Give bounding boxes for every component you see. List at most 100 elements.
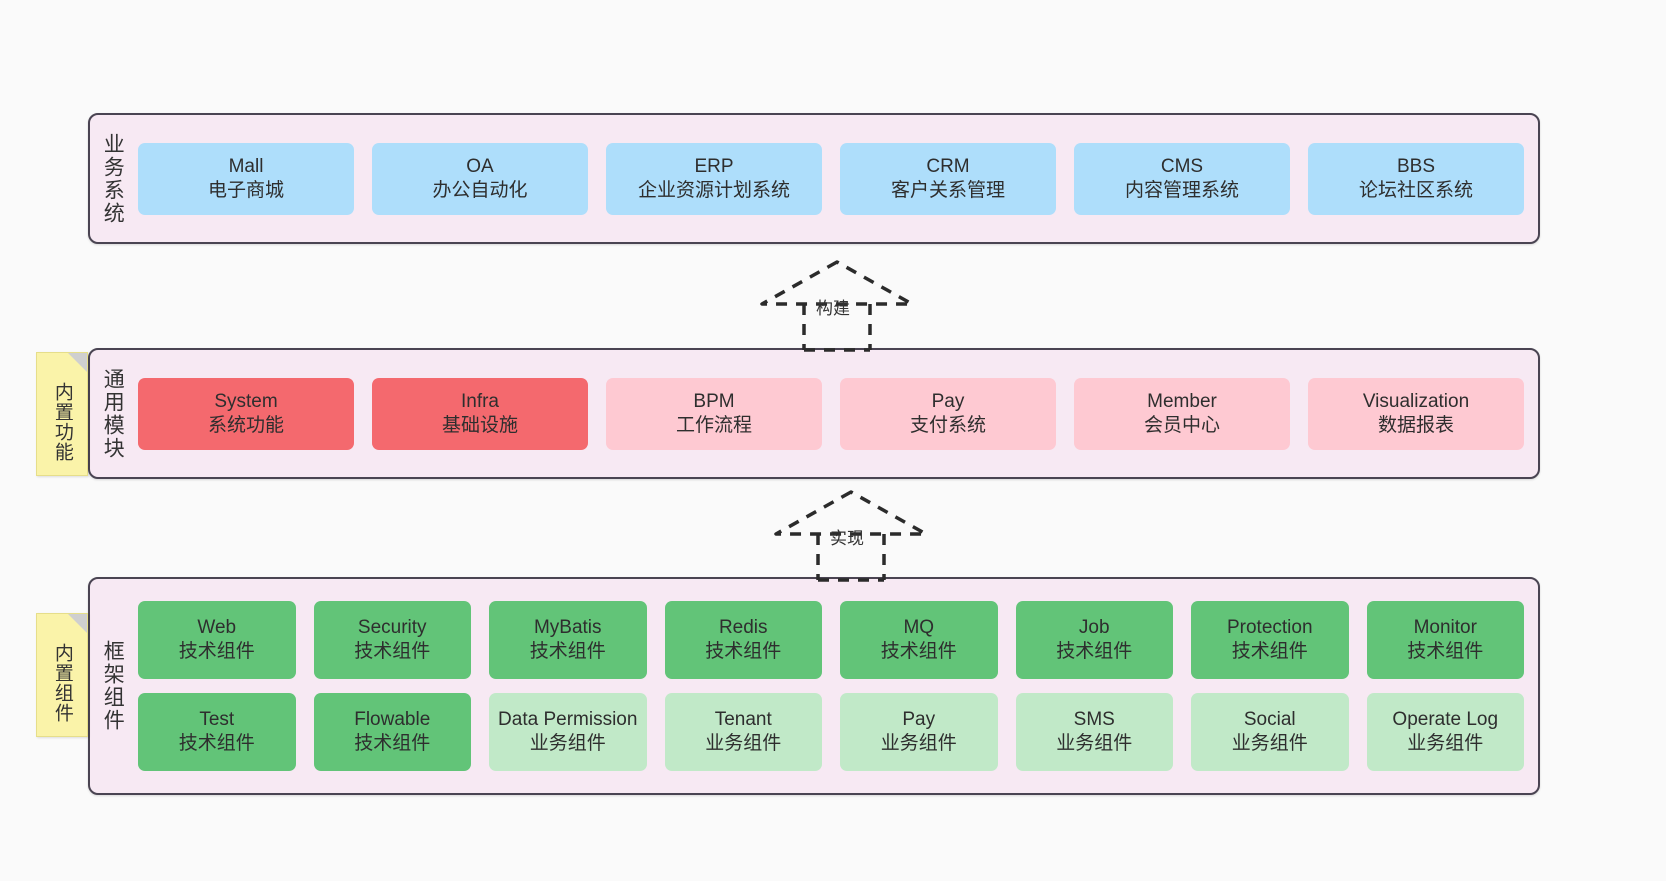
connector-label-realize: 实现	[830, 529, 864, 548]
node-title-cn: 客户关系管理	[890, 179, 1005, 201]
node-title-cn: 办公自动化	[432, 179, 528, 201]
node-title-cn: 技术组件	[178, 733, 255, 754]
node-title-en: BPM	[693, 390, 735, 412]
node-title-cn: 工作流程	[675, 414, 752, 436]
node-title-en: Data Permission	[498, 709, 638, 731]
node-mybatis[interactable]: MyBatis 技术组件	[489, 601, 647, 679]
layer-label-business-system: 业务系统	[101, 132, 125, 225]
node-title-cn: 技术组件	[1231, 641, 1308, 662]
node-title-en: Monitor	[1413, 617, 1477, 639]
node-title-cn: 技术组件	[705, 641, 782, 662]
node-erp[interactable]: ERP 企业资源计划系统	[606, 142, 822, 215]
node-row-tech-components: Web 技术组件 Security 技术组件 MyBatis 技术组件 Redi…	[138, 601, 1524, 679]
node-title-cn: 技术组件	[1407, 641, 1484, 662]
node-title-cn: 技术组件	[880, 641, 957, 662]
node-visualization[interactable]: Visualization 数据报表	[1308, 377, 1524, 450]
connector-realize: 实现	[756, 488, 946, 582]
node-infra[interactable]: Infra 基础设施	[372, 377, 588, 450]
layer-body-framework-component: Web 技术组件 Security 技术组件 MyBatis 技术组件 Redi…	[134, 579, 1538, 793]
node-title-cn: 业务组件	[1056, 733, 1133, 754]
node-pay-business[interactable]: Pay 业务组件	[840, 693, 998, 771]
sticky-note-label: 内置组件	[51, 643, 73, 723]
node-operate-log[interactable]: Operate Log 业务组件	[1366, 693, 1524, 771]
node-title-en: Protection	[1226, 617, 1313, 639]
node-title-en: Flowable	[354, 709, 431, 731]
node-title-en: Infra	[460, 390, 500, 412]
node-social[interactable]: Social 业务组件	[1191, 693, 1349, 771]
node-job[interactable]: Job 技术组件	[1015, 601, 1173, 679]
node-data-permission[interactable]: Data Permission 业务组件	[489, 693, 647, 771]
node-sms[interactable]: SMS 业务组件	[1015, 693, 1173, 771]
node-title-en: Operate Log	[1392, 709, 1499, 731]
node-title-en: Pay	[902, 709, 936, 731]
sticky-note-label: 内置功能	[51, 382, 73, 462]
node-system[interactable]: System 系统功能	[138, 377, 354, 450]
node-pay[interactable]: Pay 支付系统	[840, 377, 1056, 450]
node-title-cn: 技术组件	[354, 641, 431, 662]
node-title-en: Security	[357, 617, 427, 639]
node-title-en: Redis	[718, 617, 768, 639]
node-cms[interactable]: CMS 内容管理系统	[1074, 142, 1290, 215]
node-title-en: Mall	[228, 155, 264, 177]
node-title-en: System	[214, 390, 278, 412]
node-row-business: Mall 电子商城 OA 办公自动化 ERP 企业资源计划系统 CRM 客户关系…	[138, 142, 1524, 215]
node-row-business-components: Test 技术组件 Flowable 技术组件 Data Permission …	[138, 693, 1524, 771]
node-title-cn: 业务组件	[880, 733, 957, 754]
node-mall[interactable]: Mall 电子商城	[138, 142, 354, 215]
node-title-en: Test	[199, 709, 235, 731]
layer-label-common-module: 通用模块	[101, 367, 125, 460]
connector-build: 构建	[742, 258, 932, 352]
node-oa[interactable]: OA 办公自动化	[372, 142, 588, 215]
node-title-cn: 业务组件	[529, 733, 606, 754]
node-web[interactable]: Web 技术组件	[138, 601, 296, 679]
node-title-cn: 技术组件	[1056, 641, 1133, 662]
node-title-cn: 技术组件	[354, 733, 431, 754]
node-mq[interactable]: MQ 技术组件	[840, 601, 998, 679]
node-title-en: Member	[1147, 390, 1217, 412]
generalization-arrow-icon	[774, 490, 928, 582]
node-member[interactable]: Member 会员中心	[1074, 377, 1290, 450]
node-protection[interactable]: Protection 技术组件	[1191, 601, 1349, 679]
sticky-note-builtin-component: 内置组件	[36, 613, 88, 737]
layer-body-common-module: System 系统功能 Infra 基础设施 BPM 工作流程 Pay 支付系统…	[134, 350, 1538, 477]
node-title-en: BBS	[1396, 155, 1436, 177]
node-title-en: Web	[197, 617, 237, 639]
layer-body-business-system: Mall 电子商城 OA 办公自动化 ERP 企业资源计划系统 CRM 客户关系…	[134, 115, 1538, 242]
node-title-en: Tenant	[714, 709, 772, 731]
node-row-common: System 系统功能 Infra 基础设施 BPM 工作流程 Pay 支付系统…	[138, 377, 1524, 450]
sticky-note-builtin-function: 内置功能	[36, 352, 88, 476]
node-security[interactable]: Security 技术组件	[313, 601, 471, 679]
node-crm[interactable]: CRM 客户关系管理	[840, 142, 1056, 215]
node-title-cn: 业务组件	[1231, 733, 1308, 754]
node-title-cn: 数据报表	[1377, 414, 1454, 436]
node-bpm[interactable]: BPM 工作流程	[606, 377, 822, 450]
node-title-cn: 会员中心	[1143, 414, 1220, 436]
node-title-cn: 业务组件	[705, 733, 782, 754]
node-test[interactable]: Test 技术组件	[138, 693, 296, 771]
connector-label-build: 构建	[816, 299, 850, 318]
node-bbs[interactable]: BBS 论坛社区系统	[1308, 142, 1524, 215]
node-title-en: ERP	[694, 155, 734, 177]
node-title-cn: 系统功能	[207, 414, 284, 436]
generalization-arrow-icon	[760, 260, 914, 352]
node-tenant[interactable]: Tenant 业务组件	[664, 693, 822, 771]
layer-business-system: 业务系统 Mall 电子商城 OA 办公自动化 ERP 企业资源计划系统 CRM…	[88, 113, 1540, 244]
node-monitor[interactable]: Monitor 技术组件	[1366, 601, 1524, 679]
node-title-en: Visualization	[1362, 390, 1470, 412]
node-title-cn: 电子商城	[207, 179, 284, 201]
node-title-en: CMS	[1160, 155, 1204, 177]
node-title-en: Job	[1078, 617, 1110, 639]
node-title-en: Social	[1243, 709, 1296, 731]
node-title-en: Pay	[931, 390, 965, 412]
layer-label-framework-component: 框架组件	[101, 640, 125, 732]
node-title-en: MyBatis	[533, 617, 602, 639]
node-title-cn: 基础设施	[441, 414, 518, 436]
node-redis[interactable]: Redis 技术组件	[664, 601, 822, 679]
node-title-cn: 支付系统	[909, 414, 986, 436]
node-flowable[interactable]: Flowable 技术组件	[313, 693, 471, 771]
node-title-en: MQ	[903, 617, 935, 639]
node-title-en: CRM	[926, 155, 970, 177]
layer-common-module: 通用模块 System 系统功能 Infra 基础设施 BPM 工作流程 Pay…	[88, 348, 1540, 479]
node-title-cn: 业务组件	[1407, 733, 1484, 754]
